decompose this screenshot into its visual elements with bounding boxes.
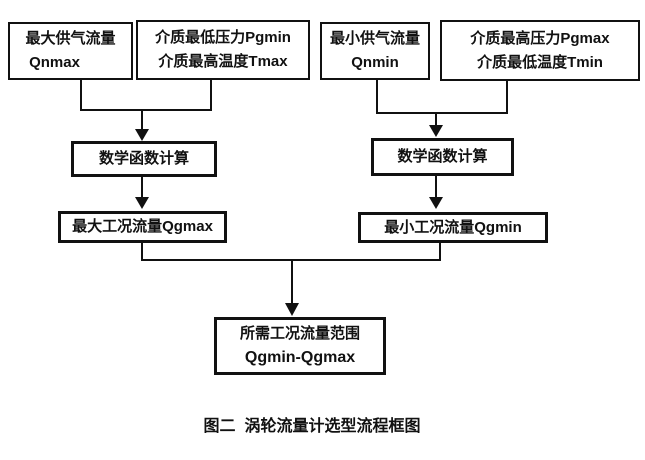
node-result-line2: Qgmin-Qgmax [244, 349, 356, 366]
node-qgmin-label: 最小工况流量Qgmin [384, 218, 522, 236]
node-pgmax-tmin-line1: 介质最高压力Pgmax [470, 29, 610, 47]
node-math-right-label: 数学函数计算 [397, 148, 488, 165]
node-result-line1: 所需工况流量范围 [239, 325, 360, 342]
figure-caption: 图二 涡轮流量计选型流程框图 [203, 418, 421, 435]
node-pgmin-tmax: 介质最低压力Pgmin 介质最高温度Tmax [136, 20, 310, 80]
connector-mathright-qgmin [429, 176, 443, 209]
arrowhead-qgmax [135, 197, 149, 209]
node-math-left-label: 数学函数计算 [98, 150, 189, 167]
node-pgmax-tmin-line2: 介质最低温度Tmin [477, 53, 603, 71]
node-qgmin: 最小工况流量Qgmin [358, 212, 548, 243]
node-qgmax-label: 最大工况流量Qgmax [72, 218, 213, 235]
arrowhead-right-merge [429, 125, 443, 137]
node-math-right: 数学函数计算 [371, 138, 514, 176]
node-qnmax: 最大供气流量 Qnmax [8, 22, 133, 80]
connector-mathleft-qgmax [135, 177, 149, 209]
connector-left-merge [80, 79, 212, 141]
node-pgmax-tmin: 介质最高压力Pgmax 介质最低温度Tmin [440, 20, 640, 81]
arrowhead-left-merge [135, 129, 149, 141]
node-qnmin-line2: Qnmin [351, 54, 399, 71]
arrowhead-qgmin [429, 197, 443, 209]
node-result-range: 所需工况流量范围 Qgmin-Qgmax [214, 317, 386, 375]
node-qnmax-line1: 最大供气流量 [25, 30, 116, 47]
connector-right-merge [376, 80, 508, 137]
node-pgmin-tmax-line2: 介质最高温度Tmax [158, 53, 288, 70]
node-math-left: 数学函数计算 [71, 141, 217, 177]
node-qnmin: 最小供气流量 Qnmin [320, 22, 430, 80]
node-qnmin-line1: 最小供气流量 [329, 30, 420, 47]
node-qnmax-line2: Qnmax [29, 54, 80, 71]
connector-bottom-merge [141, 242, 441, 316]
arrowhead-result [285, 303, 299, 316]
node-qgmax: 最大工况流量Qgmax [58, 211, 227, 243]
node-pgmin-tmax-line1: 介质最低压力Pgmin [155, 29, 291, 46]
